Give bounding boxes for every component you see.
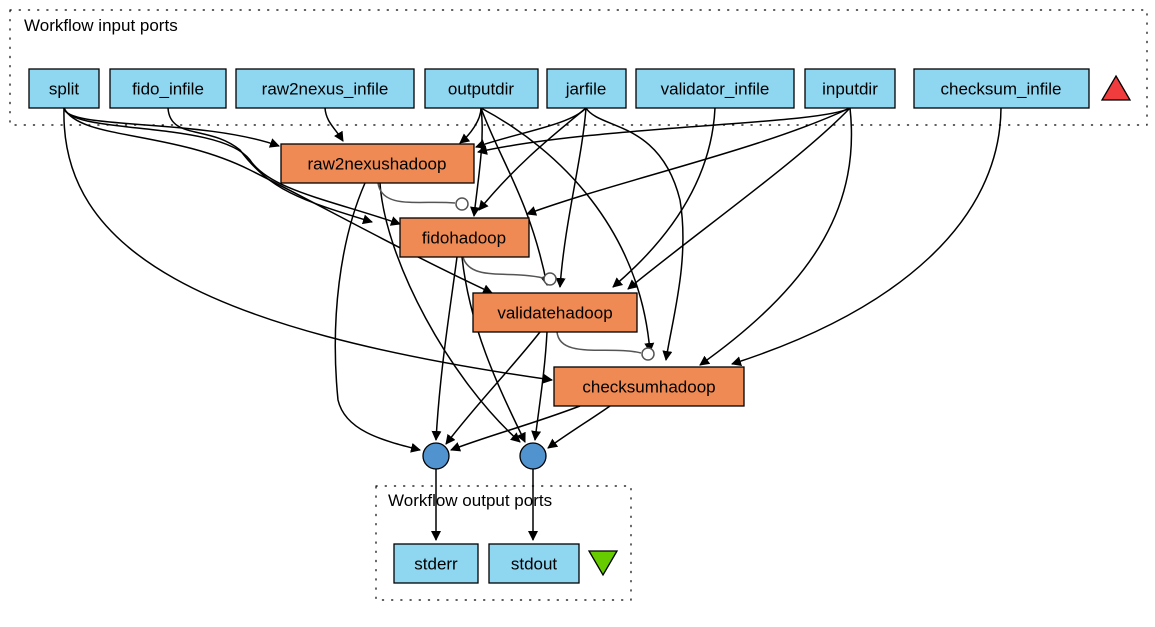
input-port-outputdir[interactable]: outputdir xyxy=(424,68,539,109)
data-link-fido_infile-to-fidohadoop xyxy=(167,107,373,225)
processor-fidohadoop[interactable]: fidohadoop xyxy=(399,217,530,258)
data-link-fidohadoop-to-merge_stderr xyxy=(431,256,458,441)
data-link-inputdir-to-validatehadoop xyxy=(627,107,851,290)
control-link-end-icon xyxy=(641,347,655,361)
input-port-split[interactable]: split xyxy=(28,68,100,109)
data-link-checksumhadoop-to-merge_stderr xyxy=(450,405,581,452)
processor-raw2nexushadoop[interactable]: raw2nexushadoop xyxy=(280,143,475,184)
input-cluster-label: Workflow input ports xyxy=(24,16,178,35)
triangle-up-icon xyxy=(1100,74,1132,101)
processor-label: checksumhadoop xyxy=(582,378,715,397)
data-link-split-to-validatehadoop xyxy=(63,107,493,294)
merge-node-stderr[interactable] xyxy=(422,442,450,470)
input-port-label: validator_infile xyxy=(661,80,770,99)
input-ports-cluster: Workflow input ports xyxy=(9,9,1148,126)
data-link-outputdir-to-validatehadoop xyxy=(480,107,551,286)
data-link-fidohadoop-to-merge_stdout xyxy=(461,256,526,443)
control-link-validatehadoop-to-checksumhadoop xyxy=(556,331,642,354)
data-link-checksum_infile-to-checksumhadoop xyxy=(731,107,1002,367)
data-link-raw2nexus_infile-to-raw2nexushadoop xyxy=(324,107,344,142)
input-port-jarfile[interactable]: jarfile xyxy=(546,68,627,109)
processor-label: raw2nexushadoop xyxy=(308,155,447,174)
data-link-inputdir-to-raw2nexushadoop xyxy=(477,107,851,155)
output-cluster-label: Workflow output ports xyxy=(388,491,552,510)
input-port-label: outputdir xyxy=(448,80,514,99)
processor-label: validatehadoop xyxy=(497,304,612,323)
data-link-split-to-checksumhadoop xyxy=(63,107,553,384)
input-port-validator-infile[interactable]: validator_infile xyxy=(635,68,795,109)
input-port-label: inputdir xyxy=(822,80,878,99)
data-link-validatehadoop-to-merge_stdout xyxy=(531,331,548,441)
processor-checksumhadoop[interactable]: checksumhadoop xyxy=(553,366,745,407)
input-port-fido-infile[interactable]: fido_infile xyxy=(109,68,227,109)
data-link-outputdir-to-fidohadoop xyxy=(470,107,483,217)
triangle-down-icon xyxy=(587,550,619,577)
data-link-validator_infile-to-validatehadoop xyxy=(612,107,716,288)
input-port-label: checksum_infile xyxy=(941,80,1062,99)
data-link-jarfile-to-checksumhadoop xyxy=(585,107,684,361)
input-port-label: jarfile xyxy=(565,80,607,99)
output-port-stderr[interactable]: stderr xyxy=(393,543,479,584)
data-link-outputdir-to-raw2nexushadoop xyxy=(459,107,482,144)
data-link-split-to-raw2nexushadoop xyxy=(63,107,280,148)
data-link-inputdir-to-fidohadoop xyxy=(526,107,851,216)
data-link-raw2nexushadoop-to-merge_stderr xyxy=(334,182,421,453)
data-link-outputdir-to-checksumhadoop xyxy=(480,107,655,353)
data-link-jarfile-to-fidohadoop xyxy=(478,107,587,211)
input-port-checksum-infile[interactable]: checksum_infile xyxy=(913,68,1090,109)
output-port-stdout[interactable]: stdout xyxy=(488,543,580,584)
control-link-end-icon xyxy=(455,197,469,211)
data-link-validatehadoop-to-merge_stderr xyxy=(445,331,541,445)
input-port-label: raw2nexus_infile xyxy=(262,80,389,99)
data-link-inputdir-to-checksumhadoop xyxy=(699,107,853,366)
control-link-end-icon xyxy=(543,272,557,286)
merge-node-stdout[interactable] xyxy=(519,442,547,470)
output-port-label: stdout xyxy=(511,555,558,574)
output-ports-cluster: Workflow output ports xyxy=(375,485,632,601)
data-link-jarfile-to-validatehadoop xyxy=(555,107,587,288)
data-link-split-to-fidohadoop xyxy=(63,107,401,226)
input-port-inputdir[interactable]: inputdir xyxy=(804,68,896,109)
output-port-label: stderr xyxy=(414,555,458,574)
input-port-raw2nexus-infile[interactable]: raw2nexus_infile xyxy=(235,68,415,109)
data-link-checksumhadoop-to-merge_stdout xyxy=(547,405,611,449)
input-port-label: split xyxy=(49,80,80,99)
input-port-label: fido_infile xyxy=(132,80,204,99)
edges-layer xyxy=(63,107,1002,541)
processor-label: fidohadoop xyxy=(422,229,506,248)
data-link-raw2nexushadoop-to-merge_stdout xyxy=(379,182,521,443)
control-link-raw2nexushadoop-to-fidohadoop xyxy=(377,182,456,204)
control-link-fidohadoop-to-validatehadoop xyxy=(462,256,544,279)
processor-validatehadoop[interactable]: validatehadoop xyxy=(472,292,638,333)
